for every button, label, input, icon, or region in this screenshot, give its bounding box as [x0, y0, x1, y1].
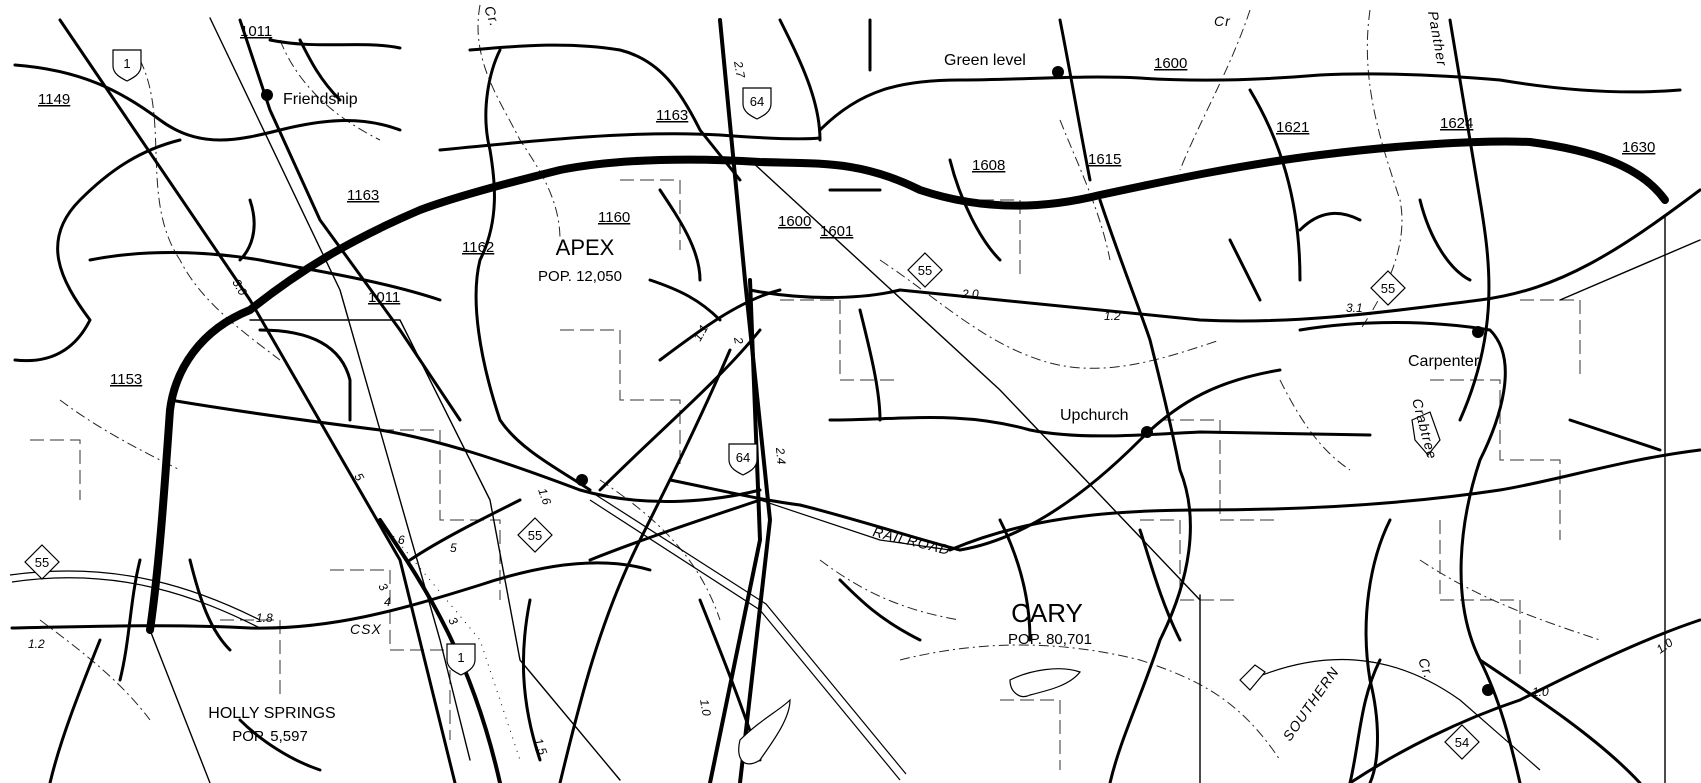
town-dot-friendship [261, 89, 273, 101]
mileage: 3 [445, 615, 461, 628]
mileage: 6 [398, 533, 405, 547]
place-labels: Friendship Green level Carpenter Upchurc… [283, 52, 1480, 424]
route-number: 1163 [347, 187, 379, 204]
town-dot-southeast [1482, 684, 1494, 696]
svg-text:55: 55 [1381, 281, 1395, 296]
route-number: 1153 [110, 371, 142, 388]
mileage: 3.1 [1346, 301, 1363, 315]
town-dot-carpenter [1472, 326, 1484, 338]
state-shield: 55 [517, 517, 553, 553]
mileage: 1.2 [1104, 309, 1121, 323]
mileage: 3 [375, 581, 391, 594]
us-shield: 64 [728, 443, 758, 476]
svg-text:54: 54 [1455, 735, 1469, 750]
mileage: 1.0 [697, 698, 714, 717]
svg-text:55: 55 [35, 555, 49, 570]
town-markers [261, 66, 1494, 696]
svg-text:64: 64 [750, 94, 764, 109]
mileage: 2 [731, 335, 746, 345]
route-number: 1608 [972, 157, 1005, 174]
place-upchurch: Upchurch [1060, 407, 1128, 424]
lake-outline [1239, 664, 1266, 691]
town-pop-apex: POP. 12,050 [538, 268, 622, 285]
mileage: 1.0 [1654, 635, 1676, 656]
town-dot-upchurch [1141, 426, 1153, 438]
state-shields: 55 55 55 55 54 [24, 252, 1480, 760]
place-friendship: Friendship [283, 91, 358, 108]
mileage: 1.8 [256, 611, 273, 625]
svg-text:64: 64 [736, 450, 750, 465]
mileage: 1.6 [535, 486, 554, 507]
label-csx: CSX [350, 621, 382, 637]
county-route-labels: 1011 1149 1163 1163 1162 1160 1011 1153 … [38, 23, 1655, 388]
lake-outline [1009, 668, 1081, 698]
svg-text:55: 55 [528, 528, 542, 543]
town-name-cary: CARY [1011, 598, 1083, 628]
label-southern: SOUTHERN [1279, 664, 1342, 744]
route-number: 1615 [1088, 151, 1121, 168]
town-name-holly-springs: HOLLY SPRINGS [208, 705, 335, 722]
route-number: 1630 [1622, 139, 1655, 156]
label-panther: Panther [1425, 10, 1451, 68]
label-creek: Cr [1214, 13, 1231, 29]
local-roads [10, 18, 1701, 783]
route-number: 1160 [598, 209, 630, 226]
us-shield: 1 [112, 49, 142, 82]
state-shield: 55 [907, 252, 943, 288]
mileage: 2.4 [773, 446, 789, 465]
us-shield: 64 [742, 87, 772, 120]
route-number: 1011 [368, 289, 400, 306]
town-labels: APEX POP. 12,050 CARY POP. 80,701 HOLLY … [208, 235, 1092, 745]
mileage: 2.7 [731, 59, 748, 80]
lake-outline [1411, 411, 1441, 456]
state-shield: 55 [24, 544, 60, 580]
route-number: 1624 [1440, 115, 1473, 132]
route-number: 1600 [1154, 55, 1187, 72]
minor-lines [149, 17, 1701, 783]
major-roads [378, 18, 772, 783]
state-shield: 54 [1444, 724, 1480, 760]
label-railroad: RAILROAD [871, 523, 952, 558]
streams [39, 4, 1601, 761]
state-shield: 55 [1370, 270, 1406, 306]
town-dot-apex-junction [576, 474, 588, 486]
highway-bypass [146, 137, 1669, 634]
route-number: 1149 [38, 91, 70, 108]
mileage: 1.5 [531, 736, 550, 757]
lake-outline [738, 698, 791, 765]
town-pop-holly-springs: POP. 5,597 [232, 728, 308, 745]
town-dot-green-level [1052, 66, 1064, 78]
label-creek: Cr. [481, 4, 503, 29]
route-number: 1011 [240, 23, 272, 40]
mileage: 1.0 [1532, 685, 1549, 699]
route-number: 1621 [1276, 119, 1309, 136]
boundaries [30, 179, 1581, 770]
svg-text:1: 1 [457, 650, 464, 665]
route-number: 1601 [820, 223, 853, 240]
town-name-apex: APEX [556, 235, 615, 260]
town-pop-cary: POP. 80,701 [1008, 631, 1092, 648]
svg-text:55: 55 [918, 263, 932, 278]
label-creek: Cr. [1415, 656, 1437, 681]
mileage: 2.0 [961, 287, 979, 301]
route-number: 1600 [778, 213, 811, 230]
mileage: 5 [450, 541, 457, 555]
mileage: 1.2 [28, 637, 45, 651]
us-shield: 1 [446, 643, 476, 676]
svg-text:1: 1 [123, 56, 130, 71]
mileage: 4 [384, 595, 391, 609]
route-number: 1162 [462, 239, 494, 256]
place-green-level: Green level [944, 52, 1026, 69]
lakes [738, 411, 1441, 765]
route-number: 1163 [656, 107, 688, 124]
place-carpenter: Carpenter [1408, 353, 1480, 370]
us-shields: 1 64 64 1 [112, 49, 772, 676]
